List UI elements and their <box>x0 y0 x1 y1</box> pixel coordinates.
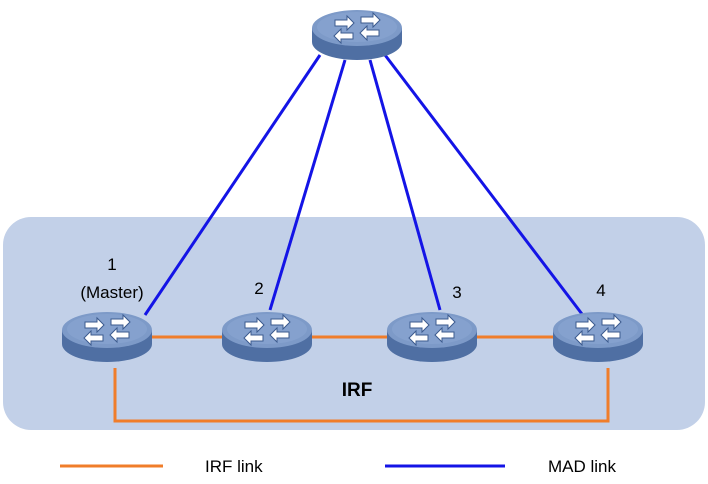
device-member-3 <box>386 311 478 363</box>
irf-links <box>113 335 610 423</box>
member-1-role: (Master) <box>80 283 143 302</box>
device-member-4 <box>552 311 644 363</box>
device-member-1 <box>61 311 153 363</box>
legend-mad-label: MAD link <box>548 457 617 476</box>
switch-icon <box>221 311 313 363</box>
member-4-label: 4 <box>596 281 605 300</box>
switch-icon <box>311 9 403 61</box>
irf-label: IRF <box>342 380 373 401</box>
irf-link-1-4 <box>113 368 610 423</box>
mad-link-2 <box>268 59 347 311</box>
switch-icon <box>61 311 153 363</box>
irf-area <box>3 217 705 430</box>
member-3-label: 3 <box>452 283 461 302</box>
mad-link-3 <box>368 59 442 311</box>
switch-icon <box>386 311 478 363</box>
legend: IRF link MAD link <box>60 457 617 476</box>
switch-icon <box>552 311 644 363</box>
legend-irf-label: IRF link <box>205 457 263 476</box>
member-1-label: 1 <box>107 255 116 274</box>
mad-link-4 <box>383 54 587 319</box>
mad-link-1 <box>143 54 322 316</box>
device-top <box>311 9 403 61</box>
member-2-label: 2 <box>254 279 263 298</box>
device-member-2 <box>221 311 313 363</box>
mad-links <box>143 54 587 319</box>
